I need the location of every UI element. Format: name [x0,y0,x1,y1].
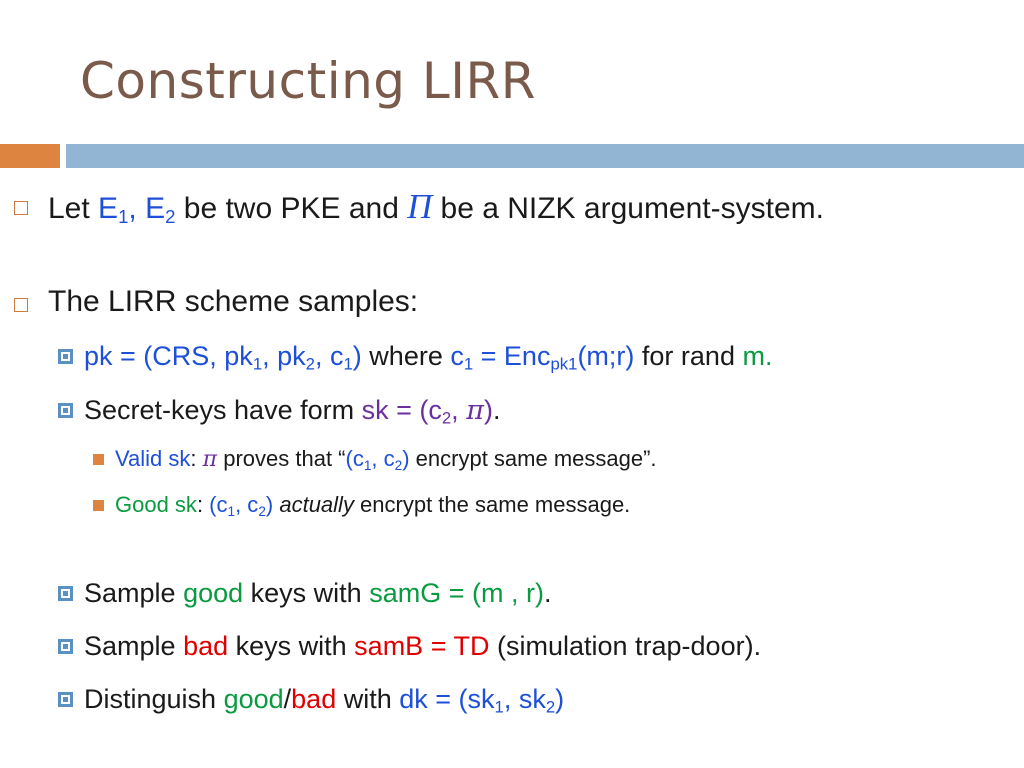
bullet-pke-nizk: Let E1, E2 be two PKE and Π be a NIZK ar… [48,188,824,228]
pi-symbol: Π [407,188,433,226]
bullet-sample-good: Sample good keys with samG = (m , r). [84,578,552,608]
bullet-good-sk: Good sk: (c1, c2) actually encrypt the s… [115,492,631,519]
hollow-square-bullet-icon [14,201,28,215]
filled-square-bullet-icon [93,454,104,465]
square-bullet-icon [58,403,73,418]
orange-accent-bar [0,144,60,168]
square-bullet-icon [58,349,73,364]
bullet-scheme-samples: The LIRR scheme samples: [48,285,419,318]
bullet-valid-sk: Valid sk: π proves that “(c1, c2) encryp… [115,446,657,473]
bullet-pk: pk = (CRS, pk1, pk2, c1) where c1 = Encp… [84,341,773,374]
slide-title: Constructing LIRR [80,52,536,110]
square-bullet-icon [58,586,73,601]
blue-divider-bar [66,144,1024,168]
bullet-secret-keys: Secret-keys have form sk = (c2, π). [84,395,501,428]
bullet-sample-bad: Sample bad keys with samB = TD (simulati… [84,631,762,661]
bullet-distinguish: Distinguish good/bad with dk = (sk1, sk2… [84,684,565,717]
square-bullet-icon [58,639,73,654]
square-bullet-icon [58,692,73,707]
hollow-square-bullet-icon [14,298,28,312]
filled-square-bullet-icon [93,500,104,511]
